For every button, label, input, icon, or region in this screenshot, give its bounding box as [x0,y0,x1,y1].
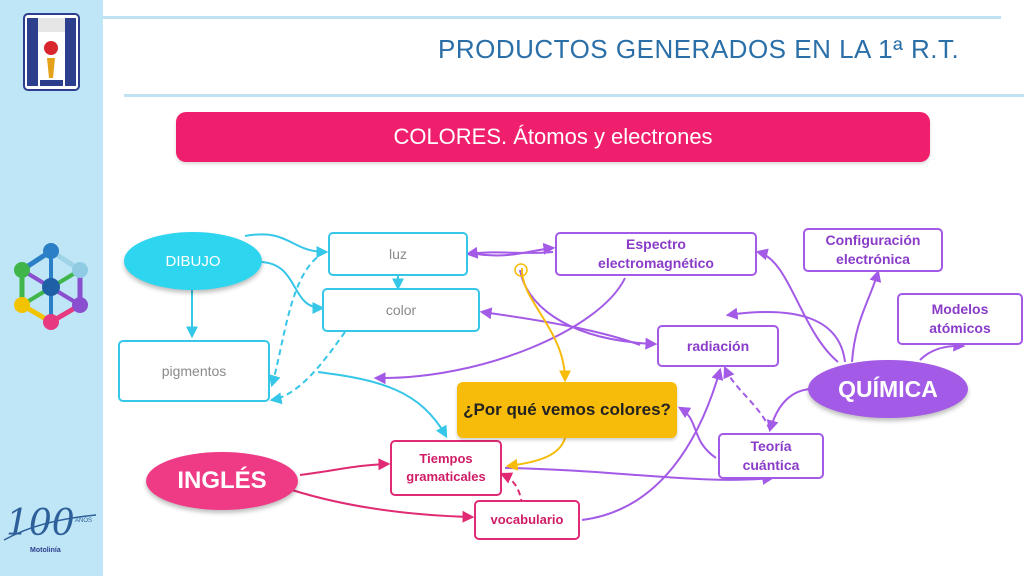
link-quimica-espectro [755,248,839,363]
link-teoria-radiacion [723,365,771,431]
concept-configuracion: Configuración electrónica [803,228,943,272]
topic-banner: COLORES. Átomos y electrones [176,112,930,162]
subject-ingles-label: INGLÉS [177,467,267,494]
link-tiempos-teoria [504,467,775,485]
title-rule [124,94,1024,97]
concept-espectro: Espectro electromagnético [555,232,757,276]
subject-dibujo-label: DIBUJO [165,252,221,270]
link-ingles-tiempos [299,458,391,476]
link-quimica-radiacion [725,307,846,363]
school-crest-icon [23,13,80,91]
link-quimica-modelos [919,339,966,361]
subject-quimica: QUÍMICA [808,360,968,418]
anniversary-logo-icon: 100 AÑOS Motolinía [3,503,97,554]
link-color-pigmentos [269,331,346,405]
slide-title: PRODUCTOS GENERADOS EN LA 1ª R.T. [438,34,960,64]
concept-teoria: Teoría cuántica [718,433,824,479]
molecule-logo-icon [14,243,88,330]
link-espectro-luz [465,246,554,259]
sidebar-graphics: 100 AÑOS Motolinía [3,13,97,554]
link-luz-espectro [469,242,556,257]
concept-vocabulario: vocabulario [474,500,580,540]
link-vocabulario-radiacion [581,367,724,521]
subject-quimica-label: QUÍMICA [838,375,938,402]
concept-modelos: Modelos atómicos [897,293,1023,345]
subject-ingles: INGLÉS [146,452,298,510]
link-dibujo-color [261,261,325,314]
link-quimica-configuracion [851,269,882,363]
link-pigmentos-tiempos [317,371,448,439]
link-luz-radiacion [519,269,658,350]
central-question: ¿Por qué vemos colores? [457,382,677,438]
link-pregunta-tiempos [505,437,566,471]
link-luz-pregunta [520,267,571,383]
link-espectro-pigmentos [373,277,626,385]
concept-pigmentos: pigmentos [118,340,270,402]
concept-tiempos: Tiempos gramaticales [390,440,502,496]
link-luz-pigmentos [268,251,326,388]
subject-dibujo: DIBUJO [124,232,262,290]
school-name: Motolinía [30,547,61,554]
concept-color: color [322,288,480,332]
anniversary-word: AÑOS [75,517,92,524]
concept-radiacion: radiación [657,325,779,367]
anniversary-number: 100 [6,503,75,544]
top-rule [103,16,1001,19]
link-dibujo-luz [244,233,329,258]
left-sidebar: 100 AÑOS Motolinía [0,0,103,576]
link-ingles-vocabulario [291,489,475,523]
concept-luz: luz [328,232,468,276]
